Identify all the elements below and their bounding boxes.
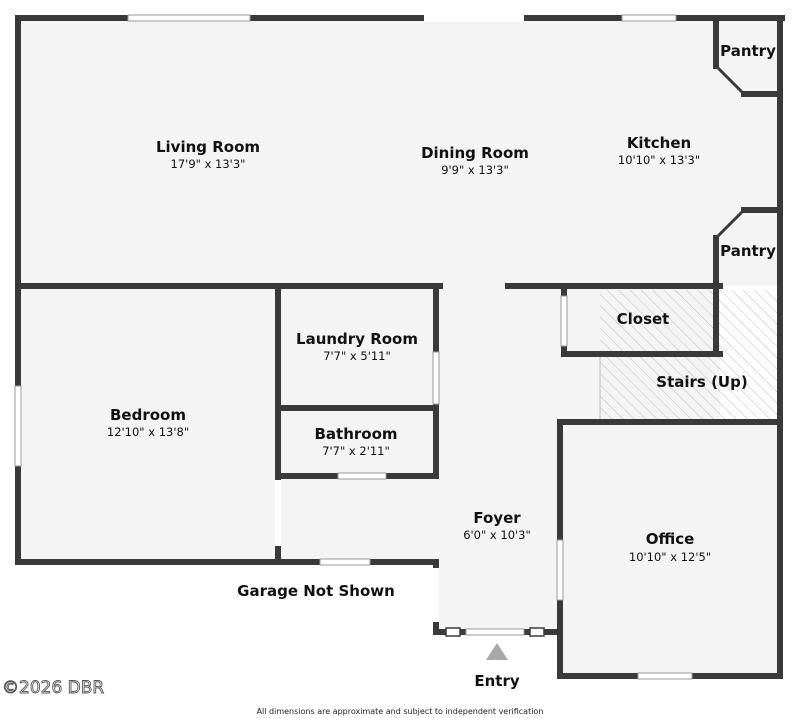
window-office-bottom — [637, 672, 693, 680]
garage-note: Garage Not Shown — [237, 582, 395, 600]
bedroom-dims: 12'10" x 13'8" — [107, 425, 189, 439]
stairs-label: Stairs (Up) — [656, 373, 747, 391]
window-bedroom-bottom — [319, 558, 371, 566]
office-dims: 10'10" x 12'5" — [629, 550, 711, 564]
pantry-doors — [714, 64, 746, 240]
entry-door — [445, 627, 545, 637]
window-closet-left — [560, 295, 568, 347]
watermark: ©2026 DBR — [2, 678, 104, 698]
kitchen-label: Kitchen — [627, 134, 691, 152]
bedroom-label: Bedroom — [110, 406, 186, 424]
pantry-top-label: Pantry — [720, 42, 776, 60]
pantry-bottom-label: Pantry — [720, 242, 776, 260]
office-label: Office — [646, 530, 695, 548]
window-laundry-right — [432, 351, 440, 405]
foyer-dims: 6'0" x 10'3" — [463, 528, 531, 542]
closet-label: Closet — [617, 310, 670, 328]
entry-arrow — [486, 643, 508, 660]
laundry-room-label: Laundry Room — [296, 330, 418, 348]
windows — [14, 14, 693, 680]
opening-dining-top — [424, 14, 524, 22]
dining-room-label: Dining Room — [421, 144, 529, 162]
laundry-room-dims: 7'7" x 5'11" — [323, 349, 391, 363]
window-bedroom-left — [14, 385, 22, 467]
window-bath-bottom — [337, 472, 387, 480]
dining-room-dims: 9'9" x 13'3" — [441, 163, 509, 177]
floor-area — [18, 18, 780, 674]
living-room-label: Living Room — [156, 138, 260, 156]
window-living-top — [127, 14, 251, 22]
main-floor — [18, 18, 780, 630]
foyer-label: Foyer — [473, 509, 521, 527]
entry-label: Entry — [474, 672, 519, 690]
window-kitchen-top — [621, 14, 677, 22]
bathroom-dims: 7'7" x 2'11" — [322, 444, 390, 458]
kitchen-dims: 10'10" x 13'3" — [618, 153, 700, 167]
bathroom-label: Bathroom — [314, 425, 397, 443]
opening-foyer-left — [433, 568, 439, 622]
living-room-dims: 17'9" x 13'3" — [171, 157, 246, 171]
opening-bedroom-door — [275, 480, 281, 546]
office-floor — [560, 424, 780, 674]
window-office-left — [556, 539, 564, 601]
disclaimer: All dimensions are approximate and subje… — [257, 707, 544, 716]
